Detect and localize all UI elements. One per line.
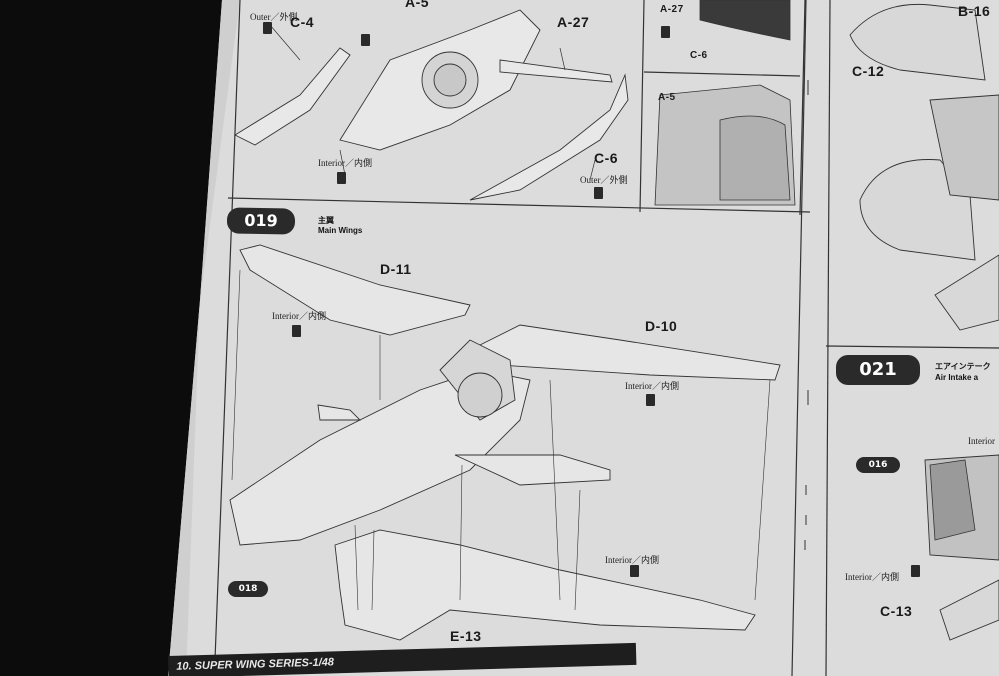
part-b16: B-16 — [958, 3, 991, 19]
part-a27: A-27 — [557, 14, 590, 30]
interior-label-2: Interior／内側 — [272, 311, 326, 321]
part-e13: E-13 — [450, 628, 482, 644]
step-019-title-en: Main Wings — [318, 226, 363, 235]
part-c4: C-4 — [290, 14, 315, 30]
part-c13: C-13 — [880, 603, 913, 619]
step-021-title-jp: エアインテーク — [935, 362, 991, 371]
outer-label-c6: Outer／外側 — [580, 175, 628, 185]
ref-badge-016: 016 — [856, 457, 900, 473]
step-021-title-en: Air Intake a — [935, 373, 979, 382]
part-d10: D-10 — [645, 318, 678, 334]
interior-label-3: Interior／内側 — [625, 381, 679, 391]
inset-part-a5: A-5 — [658, 92, 676, 103]
interior-label-4: Interior／内側 — [605, 555, 659, 565]
step-badge-021: 021 — [836, 355, 920, 385]
inset-part-a27: A-27 — [660, 4, 684, 15]
part-a5-top: A-5 — [405, 0, 430, 10]
step-019-title-jp: 主翼 — [318, 216, 334, 225]
interior-label-1: Interior／内側 — [318, 158, 372, 168]
outer-label-c4: Outer／外側 — [250, 12, 298, 22]
step-badge-019: 019 — [226, 207, 296, 235]
part-c12: C-12 — [852, 63, 885, 79]
inset-part-c6: C-6 — [690, 50, 708, 61]
interior-label-6: Interior／内側 — [845, 572, 899, 582]
part-c6: C-6 — [594, 150, 619, 166]
interior-label-5: Interior — [968, 436, 995, 446]
ref-badge-018: 018 — [228, 581, 268, 597]
part-d11: D-11 — [380, 261, 412, 277]
